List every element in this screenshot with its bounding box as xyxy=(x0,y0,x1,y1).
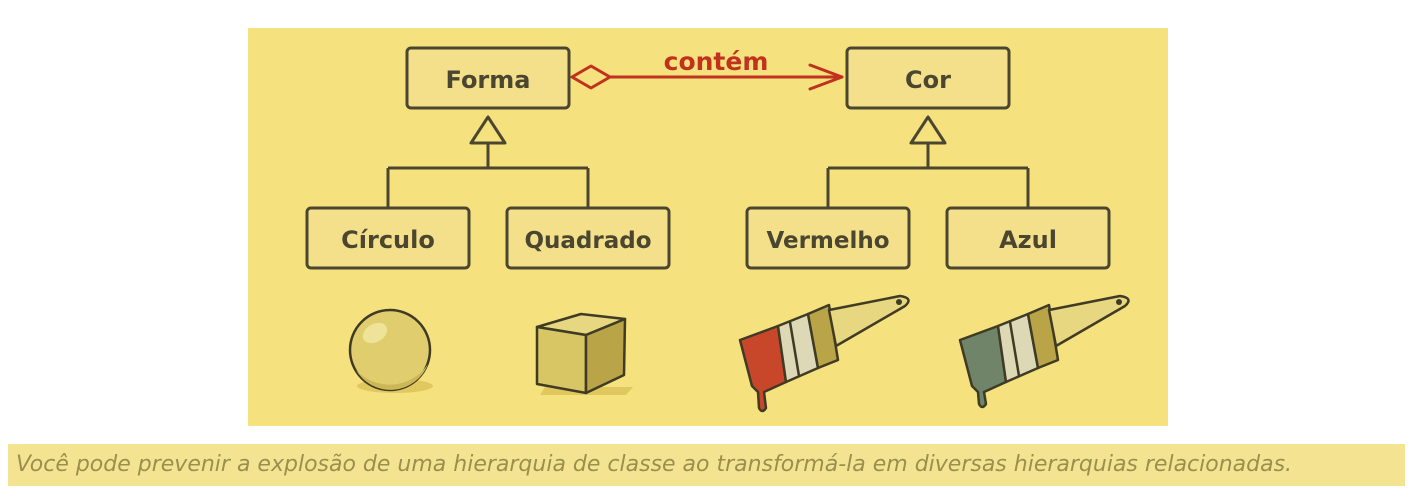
class-box-vermelho: Vermelho xyxy=(745,206,911,270)
class-name-quadrado: Quadrado xyxy=(524,228,651,254)
class-box-forma: Forma xyxy=(405,46,571,110)
class-name-forma: Forma xyxy=(446,66,531,94)
relation-label: contém xyxy=(664,47,769,76)
class-name-vermelho: Vermelho xyxy=(766,228,889,254)
paint-brush-green-icon xyxy=(958,294,1130,409)
paint-brush-red-icon xyxy=(738,294,910,413)
class-name-azul: Azul xyxy=(999,226,1057,254)
aggregation-relation xyxy=(570,63,844,91)
forma-inheritance-connector xyxy=(386,115,590,208)
class-box-cor: Cor xyxy=(845,46,1011,110)
caption-text: Você pode prevenir a explosão de uma hie… xyxy=(16,452,1293,477)
caption-highlight: Você pode prevenir a explosão de uma hie… xyxy=(8,444,1405,486)
sphere-icon xyxy=(348,308,433,393)
cor-inheritance-connector xyxy=(826,115,1030,208)
class-name-cor: Cor xyxy=(905,66,951,94)
class-name-circulo: Círculo xyxy=(341,226,435,254)
class-box-circulo: Círculo xyxy=(305,206,471,270)
class-box-quadrado: Quadrado xyxy=(505,206,671,270)
cube-icon xyxy=(535,312,633,395)
class-box-azul: Azul xyxy=(945,206,1111,270)
relation-arrowhead xyxy=(808,63,844,91)
